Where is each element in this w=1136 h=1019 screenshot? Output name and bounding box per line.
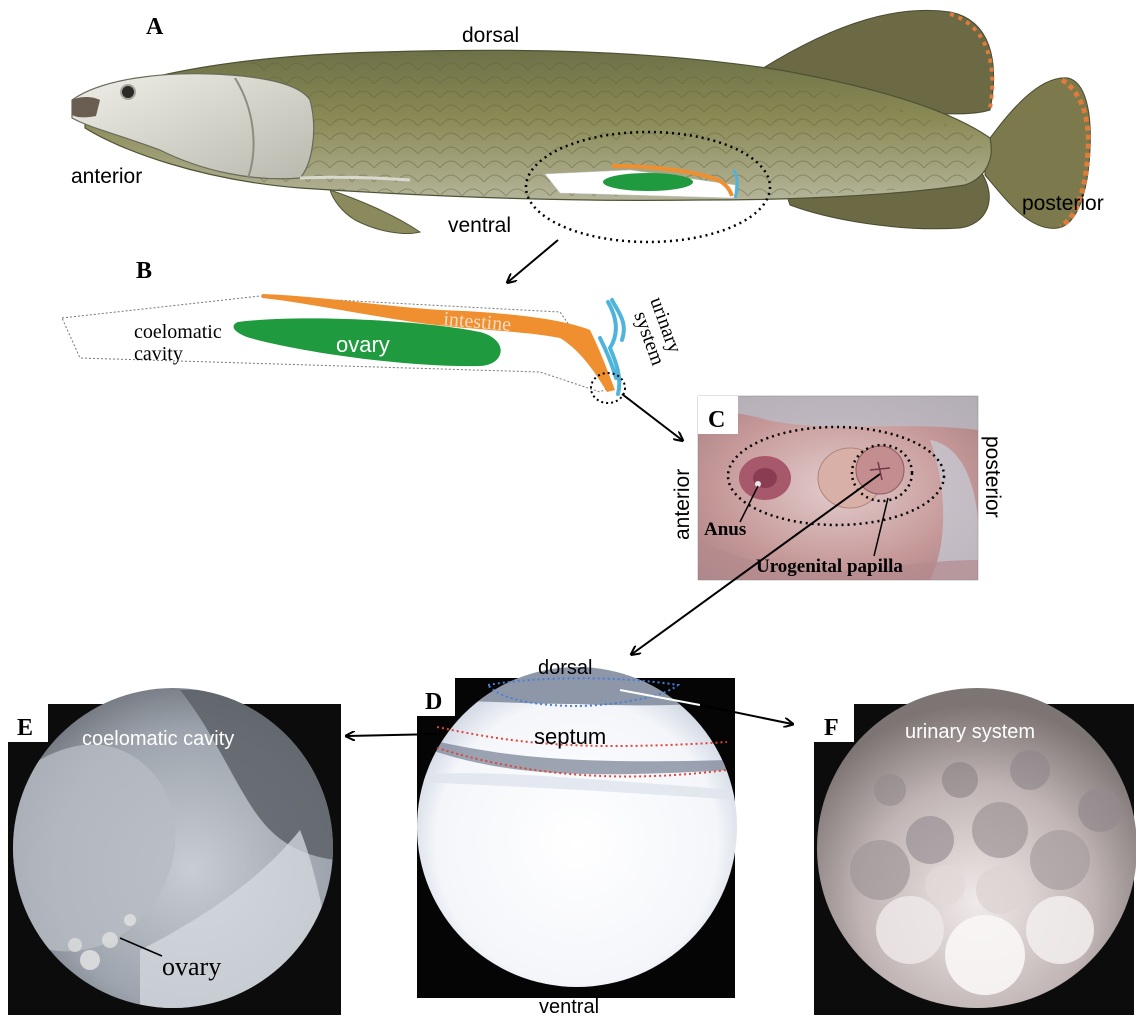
- label-cavity: cavity: [134, 343, 183, 365]
- panel-label-a: A: [146, 14, 164, 40]
- label-anterior-a: anterior: [71, 165, 142, 188]
- panel-d: D dorsal septum ventral: [417, 657, 737, 1018]
- label-septum: septum: [534, 724, 606, 749]
- panel-c: C Anus Urogenital papilla anterior poste…: [671, 396, 1004, 580]
- label-dorsal-d: dorsal: [538, 657, 592, 679]
- panel-e: E coelomatic cavity ovary: [8, 688, 341, 1018]
- panel-label-b: B: [136, 258, 152, 284]
- label-anterior-c: anterior: [671, 469, 694, 540]
- label-posterior-a: posterior: [1022, 192, 1104, 215]
- label-ventral-d: ventral: [539, 996, 599, 1018]
- panel-label-e: E: [17, 715, 33, 741]
- label-urinary-system: urinary system: [905, 721, 1035, 743]
- fish-pelvic-fin: [330, 190, 420, 234]
- panel-label-c: C: [708, 407, 725, 433]
- arrow-b-to-c: [622, 394, 682, 440]
- arrow-a-to-b: [508, 240, 558, 282]
- panel-a: A dorsal anterior ventral posterior: [71, 10, 1104, 242]
- label-ovary-b: ovary: [336, 332, 390, 357]
- panel-label-d: D: [425, 689, 442, 715]
- fish-ovary-sketch: [603, 173, 693, 191]
- label-anus: Anus: [704, 519, 746, 540]
- label-coelomatic-cavity: coelomatic cavity: [82, 728, 234, 750]
- label-dorsal-a: dorsal: [462, 24, 519, 47]
- panel-b: B coelomatic cavity ovary intestine urin…: [62, 258, 688, 403]
- label-papilla: Urogenital papilla: [756, 556, 903, 577]
- label-ventral-a: ventral: [448, 214, 511, 237]
- label-coelomatic: coelomatic: [134, 321, 222, 343]
- panel-label-f: F: [824, 715, 839, 741]
- label-ovary-e: ovary: [162, 952, 221, 981]
- fish-head: [72, 74, 314, 179]
- label-posterior-c: posterior: [981, 436, 1004, 518]
- fish-eye: [121, 85, 135, 99]
- panel-f: F urinary system: [814, 688, 1136, 1018]
